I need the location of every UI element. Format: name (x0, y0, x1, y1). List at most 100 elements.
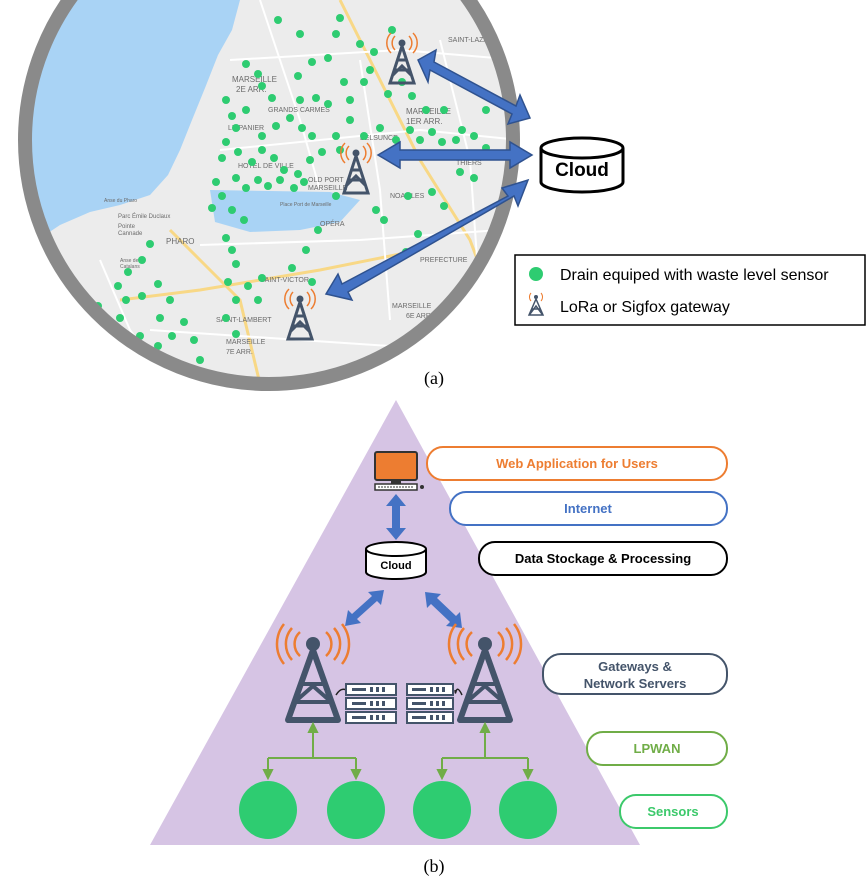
right-gateway-arrow (425, 592, 462, 628)
legend-box (514, 254, 866, 326)
sensor-dot (234, 148, 242, 156)
sensor-dot (456, 168, 464, 176)
sensor-dot (270, 154, 278, 162)
sensor-dot (388, 26, 396, 34)
sensor-dot (274, 16, 282, 24)
sensor-dot (356, 40, 364, 48)
sensor-dot (276, 176, 284, 184)
sensor-dot (360, 78, 368, 86)
computer-icon (374, 451, 424, 491)
sensor-dot (482, 106, 490, 114)
left-gateway-arrow (345, 590, 384, 626)
sensor-dot (376, 124, 384, 132)
sensor-node (239, 781, 297, 839)
sensor-dot (138, 256, 146, 264)
sensor-dot (380, 216, 388, 224)
sensor-dot (312, 94, 320, 102)
map-label: Place Port de Marseille (280, 202, 332, 208)
sensor-node (499, 781, 557, 839)
map-label: 7E ARR. (226, 349, 253, 356)
sensor-dot (324, 100, 332, 108)
sensor-dot (218, 192, 226, 200)
gateway-icon (386, 32, 418, 85)
sensor-dot (332, 132, 340, 140)
sensor-dot (116, 314, 124, 322)
sensor-dot (470, 174, 478, 182)
sensor-nodes (239, 781, 557, 839)
map-label: MARSEILLE (392, 303, 432, 310)
layer-gateways-box (542, 653, 728, 695)
sensor-dot (232, 296, 240, 304)
map-label: LE PANIER (228, 125, 264, 132)
sensor-dot (452, 136, 460, 144)
sensor-dot (314, 226, 322, 234)
sensor-dot (154, 342, 162, 350)
sensor-dot (280, 166, 288, 174)
sensor-dot (384, 90, 392, 98)
sensor-dot (360, 132, 368, 140)
sensor-dot (224, 278, 232, 286)
sensor-dot (228, 112, 236, 120)
caption-a: (a) (424, 368, 444, 389)
map-label: OPÉRA (320, 219, 345, 228)
map-label: MARSEILLE (232, 75, 277, 84)
layer-lpwan-label: LPWAN (634, 741, 681, 756)
map-label: PREFECTURE (420, 257, 468, 264)
sensor-dot (264, 182, 272, 190)
sensor-dot (232, 124, 240, 132)
sensor-dot (298, 124, 306, 132)
map-label: MARSEILLE (226, 339, 266, 346)
sensor-dot (166, 296, 174, 304)
map-label: Catalans (120, 264, 140, 270)
sensor-dot (258, 274, 266, 282)
layer-web-app-label: Web Application for Users (496, 456, 658, 471)
sensor-dot (240, 216, 248, 224)
server-rack-left (345, 683, 397, 724)
sensor-dot (340, 78, 348, 86)
sensor-dot (458, 126, 466, 134)
layer-gateways-label: Gateways & (598, 659, 672, 674)
sensor-dot (470, 132, 478, 140)
map-label: SAINT-VICTOR (260, 277, 309, 284)
sensor-dot-icon (529, 267, 543, 281)
sensor-dot (294, 170, 302, 178)
sensor-node (413, 781, 471, 839)
map-label: BELSUNCE (360, 135, 398, 142)
sensor-dot (228, 206, 236, 214)
layer-data-box (478, 541, 728, 576)
caption-b: (b) (424, 856, 445, 877)
map-label: SAINT-LAMBERT (216, 317, 272, 324)
layer-web-app-box (426, 446, 728, 481)
sensor-dot (138, 292, 146, 300)
map-ring (18, 0, 520, 391)
map-label: 1ER ARR. (406, 117, 442, 126)
sensor-dot (258, 132, 266, 140)
sensor-dot (242, 60, 250, 68)
sensor-dot (222, 96, 230, 104)
legend: Drain equiped with waste level sensor Lo… (514, 254, 866, 326)
map-label: Anse des (120, 258, 141, 264)
sensor-dot (308, 58, 316, 66)
sensor-dot (318, 148, 326, 156)
sensor-dot (288, 264, 296, 272)
lpwan-links (262, 721, 534, 781)
map-water (25, 0, 240, 260)
sensor-dot (228, 246, 236, 254)
sensor-dot (332, 30, 340, 38)
sensor-dot (290, 184, 298, 192)
server-rack-right (406, 683, 454, 724)
sensor-dot (308, 132, 316, 140)
sensor-dot (232, 174, 240, 182)
sensor-dot (212, 178, 220, 186)
map-label: OLD PORT (308, 177, 344, 184)
sensor-dot (370, 48, 378, 56)
gateway-tower-right (447, 623, 523, 723)
sensor-dot (346, 116, 354, 124)
map-label: HOTEL DE VILLE (238, 163, 294, 170)
sensor-dot (422, 106, 430, 114)
sensor-dot (114, 282, 122, 290)
sensor-dot (254, 176, 262, 184)
sensor-dot (408, 92, 416, 100)
sensor-dot (404, 192, 412, 200)
sensor-dot (294, 72, 302, 80)
